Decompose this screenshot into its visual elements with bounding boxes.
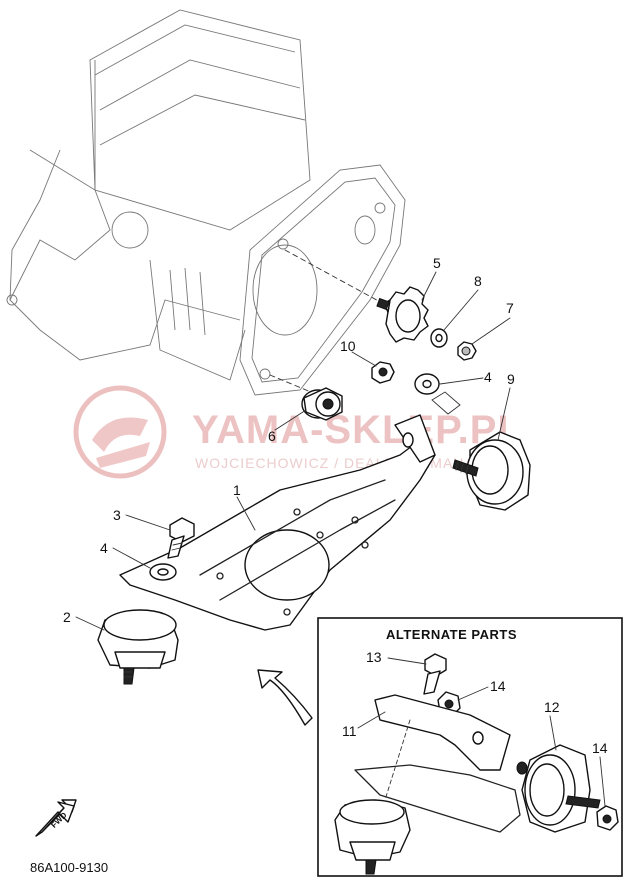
callout-9: 9	[507, 371, 515, 387]
part-7-nut	[457, 341, 477, 361]
part-6-bushing	[301, 387, 343, 421]
part-2-rubber-mount	[97, 609, 179, 685]
callout-numbers: 5 8 7 10 4 9 6 1 3 4 2 13 14 11 12 14	[63, 255, 608, 756]
engine-outline	[6, 9, 406, 396]
callout-8: 8	[474, 273, 482, 289]
callout-14-lower: 14	[592, 740, 608, 756]
callout-11: 11	[342, 723, 357, 739]
callout-7: 7	[506, 300, 514, 316]
callout-1: 1	[233, 482, 241, 498]
part-3-bolt	[167, 517, 195, 559]
dealer-watermark: YAMA-SKLEP.PL WOJCIECHOWICZ / DEALER YAM…	[73, 385, 523, 479]
part-4-washer-upper	[414, 373, 461, 415]
assembly-centre-lines	[269, 249, 396, 396]
callout-10: 10	[340, 338, 356, 354]
leader-lines	[75, 271, 606, 807]
callout-6: 6	[268, 428, 276, 444]
callout-2: 2	[63, 609, 71, 625]
part-8-washer	[430, 328, 448, 348]
part-9-rubber-mount	[452, 431, 531, 511]
alternate-parts-inset: ALTERNATE PARTS	[317, 617, 623, 877]
inset-title: ALTERNATE PARTS	[386, 627, 517, 642]
part-13-bolt	[423, 653, 447, 695]
part-10-nut	[371, 361, 395, 384]
callout-13: 13	[366, 649, 382, 665]
part-5-damper	[376, 286, 429, 343]
part-11-bracket	[354, 694, 521, 833]
part-1-bracket	[119, 414, 436, 631]
part-12-rubber-mount	[516, 744, 601, 833]
callout-3: 3	[113, 507, 121, 523]
diagram-code: 86A100-9130	[30, 860, 108, 875]
callout-14-upper: 14	[490, 678, 506, 694]
callout-5: 5	[433, 255, 441, 271]
part-4-washer-lower	[149, 563, 177, 581]
callout-4-upper: 4	[484, 369, 492, 385]
callout-4-lower: 4	[100, 540, 108, 556]
part-14-nut-lower	[596, 805, 619, 831]
watermark-main-text: YAMA-SKLEP.PL	[192, 408, 523, 452]
fwd-arrow-icon: FWD	[35, 799, 77, 837]
callout-12: 12	[544, 699, 560, 715]
inset-lower-rubber-mount	[334, 799, 411, 875]
direction-arrow	[257, 669, 313, 726]
